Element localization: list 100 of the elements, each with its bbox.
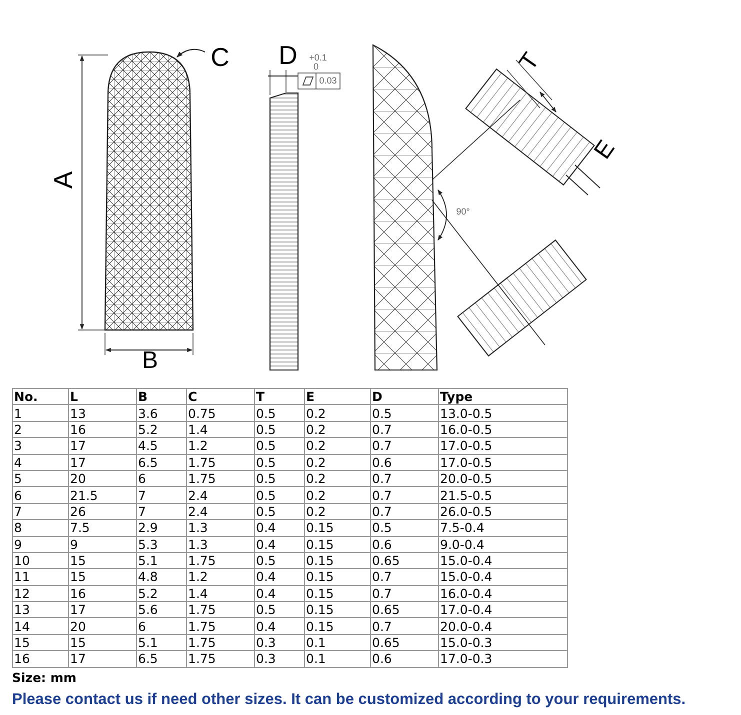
table-cell: 17.0-0.3 — [438, 650, 568, 668]
table-cell: 6.5 — [136, 454, 186, 470]
table-cell: 0.5 — [254, 404, 304, 422]
table-cell: 0.4 — [254, 585, 304, 602]
table-cell: 7 — [12, 503, 68, 520]
table-cell: 1.75 — [186, 552, 254, 569]
table-cell: 0.3 — [254, 650, 304, 668]
table-cell: 0.4 — [254, 568, 304, 586]
table-cell: 9 — [68, 536, 136, 552]
table-cell: 8 — [12, 520, 68, 536]
table-cell: 6.5 — [136, 650, 186, 668]
table-cell: 1.2 — [186, 438, 254, 454]
column-header: D — [370, 388, 438, 405]
column-header: Type — [438, 388, 568, 405]
table-cell: 1.2 — [186, 568, 254, 586]
table-cell: 0.2 — [304, 486, 370, 504]
table-cell: 7.5-0.4 — [438, 520, 568, 536]
table-cell: 16 — [12, 650, 68, 668]
table-cell: 0.2 — [304, 438, 370, 454]
table-cell: 2.4 — [186, 486, 254, 504]
table-cell: 0.7 — [370, 421, 438, 438]
table-cell: 0.7 — [370, 503, 438, 520]
table-cell: 0.2 — [304, 421, 370, 438]
dimension-label: E — [590, 136, 620, 164]
table-cell: 13 — [68, 404, 136, 422]
table-cell: 0.15 — [304, 536, 370, 552]
table-cell: 5.6 — [136, 602, 186, 618]
table-cell: 1.75 — [186, 602, 254, 618]
table-cell: 0.65 — [370, 552, 438, 569]
table-cell: 1.75 — [186, 618, 254, 634]
table-cell: 0.65 — [370, 634, 438, 651]
table-cell: 16 — [68, 421, 136, 438]
contact-note: Please contact us if need other sizes. It can be customized according to your requirements. — [12, 692, 686, 708]
table-cell: 0.1 — [304, 634, 370, 651]
table-cell: 17 — [68, 602, 136, 618]
table-cell: 0.7 — [370, 438, 438, 454]
table-cell: 0.4 — [254, 520, 304, 536]
table-cell: 5.2 — [136, 585, 186, 602]
table-cell: 0.2 — [304, 454, 370, 470]
table-cell: 0.15 — [304, 618, 370, 634]
table-cell: 0.4 — [254, 618, 304, 634]
table-cell: 20 — [68, 618, 136, 634]
table-cell: 1.3 — [186, 520, 254, 536]
dimension-label: C — [210, 44, 230, 70]
table-cell: 0.5 — [254, 454, 304, 470]
table-cell: 0.2 — [304, 404, 370, 422]
table-cell: 9.0-0.4 — [438, 536, 568, 552]
table-cell: 0.7 — [370, 568, 438, 586]
table-cell: 0.3 — [254, 634, 304, 651]
table-cell: 15 — [68, 634, 136, 651]
table-cell: 26.0-0.5 — [438, 503, 568, 520]
table-cell: 0.15 — [304, 602, 370, 618]
table-cell: 0.4 — [254, 536, 304, 552]
table-cell: 4 — [12, 454, 68, 470]
table-cell: 13 — [12, 602, 68, 618]
table-cell: 6 — [136, 470, 186, 487]
table-cell: 16.0-0.4 — [438, 585, 568, 602]
table-cell: 15 — [68, 568, 136, 586]
table-cell: 15.0-0.4 — [438, 568, 568, 586]
table-cell: 0.6 — [370, 650, 438, 668]
table-cell: 1.4 — [186, 585, 254, 602]
dimension-label: A — [50, 171, 76, 189]
table-cell: 0.5 — [370, 520, 438, 536]
table-cell: 2.4 — [186, 503, 254, 520]
column-header: T — [254, 388, 304, 405]
table-cell: 5.1 — [136, 552, 186, 569]
table-cell: 21.5-0.5 — [438, 486, 568, 504]
table-cell: 5 — [12, 470, 68, 487]
angle-label: 90° — [456, 208, 470, 216]
table-cell: 1.75 — [186, 470, 254, 487]
column-header: C — [186, 388, 254, 405]
table-cell: 1.75 — [186, 454, 254, 470]
table-cell: 0.5 — [254, 421, 304, 438]
table-cell: 17.0-0.5 — [438, 454, 568, 470]
table-cell: 0.7 — [370, 470, 438, 487]
table-cell: 16 — [68, 585, 136, 602]
table-cell: 0.7 — [370, 618, 438, 634]
table-cell: 7.5 — [68, 520, 136, 536]
table-cell: 21.5 — [68, 486, 136, 504]
dimension-label: T — [516, 49, 544, 75]
table-cell: 0.75 — [186, 404, 254, 422]
table-cell: 1 — [12, 404, 68, 422]
table-cell: 0.15 — [304, 552, 370, 569]
flatness-value: 0.03 — [319, 76, 337, 86]
table-cell: 15 — [68, 552, 136, 569]
table-cell: 17 — [68, 438, 136, 454]
table-cell: 12 — [12, 585, 68, 602]
table-cell: 16.0-0.5 — [438, 421, 568, 438]
table-cell: 0.5 — [254, 438, 304, 454]
table-cell: 0.15 — [304, 568, 370, 586]
table-cell: 3.6 — [136, 404, 186, 422]
table-cell: 0.2 — [304, 503, 370, 520]
table-cell: 1.4 — [186, 421, 254, 438]
table-cell: 2.9 — [136, 520, 186, 536]
table-cell: 26 — [68, 503, 136, 520]
table-cell: 0.65 — [370, 602, 438, 618]
table-cell: 10 — [12, 552, 68, 569]
table-cell: 9 — [12, 536, 68, 552]
table-cell: 3 — [12, 438, 68, 454]
table-cell: 1.75 — [186, 634, 254, 651]
